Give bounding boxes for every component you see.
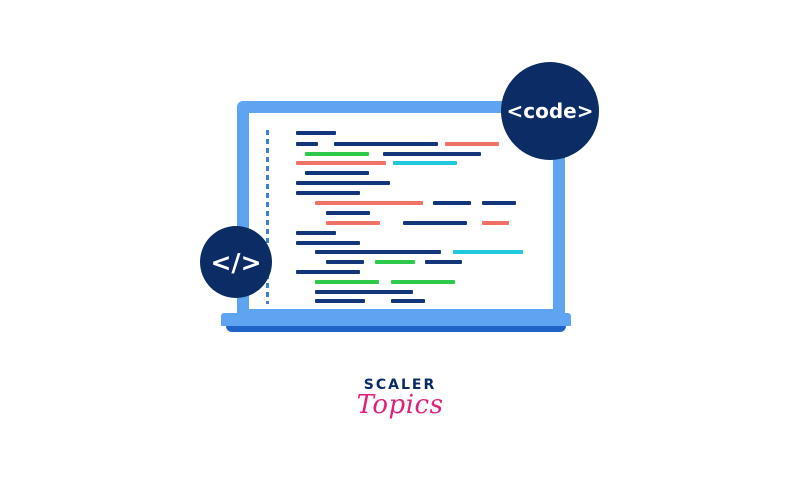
code-line-segment xyxy=(305,152,369,156)
code-line-segment xyxy=(403,221,467,225)
code-line-segment xyxy=(383,152,481,156)
code-line-segment xyxy=(296,191,360,195)
code-line-segment xyxy=(296,131,336,135)
brand-topics: Topics xyxy=(356,390,444,420)
code-line-segment xyxy=(482,201,516,205)
code-line-segment xyxy=(296,241,360,245)
closing-tag-badge: </> xyxy=(200,226,272,298)
code-line-segment xyxy=(453,250,523,254)
laptop-base-shadow xyxy=(226,326,566,332)
code-line-segment xyxy=(334,142,438,146)
code-line-segment xyxy=(326,211,370,215)
code-tag-text: <code> xyxy=(506,99,594,123)
code-line-segment xyxy=(296,270,360,274)
code-line-segment xyxy=(445,142,499,146)
code-line-segment xyxy=(315,201,423,205)
code-line-segment xyxy=(305,171,369,175)
code-line-segment xyxy=(326,260,364,264)
code-line-segment xyxy=(296,231,336,235)
code-line-segment xyxy=(375,260,415,264)
brand-scaler: SCALER xyxy=(363,377,437,393)
code-line-segment xyxy=(296,161,386,165)
code-line-segment xyxy=(425,260,462,264)
code-line-segment xyxy=(315,299,365,303)
code-line-segment xyxy=(326,221,380,225)
closing-tag-text: </> xyxy=(210,247,262,277)
code-tag-badge: <code> xyxy=(501,62,599,160)
code-line-segment xyxy=(391,299,425,303)
code-line-segment xyxy=(296,142,318,146)
code-line-segment xyxy=(433,201,471,205)
code-line-segment xyxy=(315,250,441,254)
line-number-gutter xyxy=(266,130,269,304)
code-line-segment xyxy=(482,221,509,225)
code-line-segment xyxy=(393,161,457,165)
code-line-segment xyxy=(296,181,390,185)
code-line-segment xyxy=(315,290,413,294)
code-line-segment xyxy=(315,280,379,284)
laptop-base xyxy=(221,313,571,326)
code-line-segment xyxy=(391,280,455,284)
